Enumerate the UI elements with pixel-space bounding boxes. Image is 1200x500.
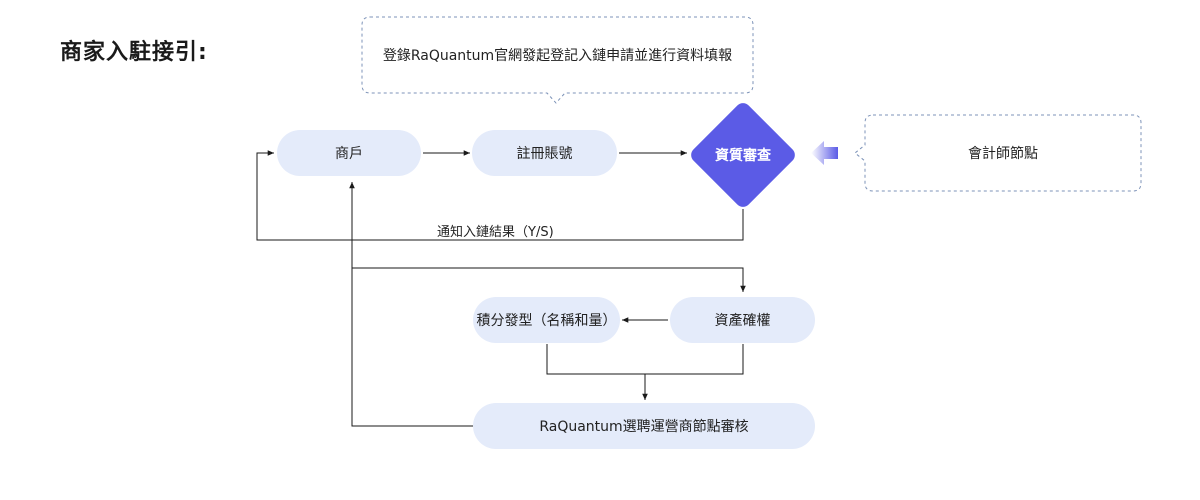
edge-merchant-asset <box>352 267 746 292</box>
node-merchant[interactable]: 商戶 <box>277 130 421 176</box>
edge-points-merge <box>546 344 744 375</box>
node-operator-review[interactable]: RaQuantum選聘運營商節點審核 <box>473 403 815 449</box>
accountant-to-review-arrow <box>811 141 838 165</box>
node-qualification-review[interactable]: 資質審查 <box>687 99 799 211</box>
diamond-label: 資質審查 <box>715 148 771 164</box>
callout-top-bubble <box>361 16 754 104</box>
edge-nodereview-merchant <box>349 182 473 427</box>
callout-top-text: 登錄RaQuantum官網發起登記入鏈申請並進行資料填報 <box>382 48 733 64</box>
callout-right-text: 會計師節點 <box>968 146 1038 162</box>
node-register-account[interactable]: 註冊賬號 <box>472 130 617 176</box>
edge-review-notify <box>256 150 744 241</box>
node-asset-confirm[interactable]: 資產確權 <box>670 297 815 343</box>
edge-label-notify: 通知入鏈結果（Y/S) <box>437 225 554 240</box>
page-title: 商家入駐接引: <box>60 40 208 65</box>
node-points-issue[interactable]: 積分發型（名稱和量） <box>473 297 620 343</box>
